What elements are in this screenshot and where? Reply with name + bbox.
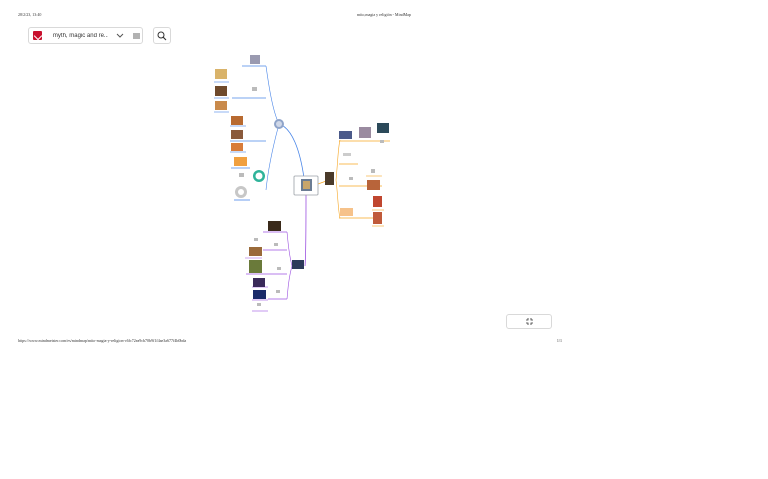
topic-image[interactable] (215, 69, 227, 79)
mindmeister-logo-icon[interactable] (33, 31, 42, 40)
topic-image[interactable] (231, 143, 243, 151)
map-title[interactable]: myth, magic and re... (52, 32, 109, 39)
topic-image[interactable] (234, 157, 247, 166)
icon-node[interactable] (343, 153, 351, 156)
icon-node[interactable] (254, 238, 258, 241)
print-url: https://www.mindmeister.com/es/mindmap/m… (18, 338, 187, 343)
topic-image[interactable] (373, 196, 382, 207)
topic-image[interactable] (249, 247, 262, 256)
topic-image[interactable] (359, 127, 371, 138)
chevron-down-icon[interactable] (114, 30, 126, 42)
icon-node[interactable] (252, 87, 257, 91)
topic-image[interactable] (253, 290, 266, 299)
print-page-number: 1/1 (556, 338, 562, 343)
icon-node[interactable] (274, 243, 278, 246)
topic-image[interactable] (253, 278, 265, 287)
fit-to-screen-button[interactable] (506, 314, 552, 329)
icon-node[interactable] (349, 177, 353, 180)
icon-node[interactable] (257, 303, 261, 306)
central-topic-node[interactable] (293, 175, 319, 196)
icon-node[interactable] (380, 140, 384, 143)
topic-image[interactable] (215, 101, 227, 110)
hamburger-menu-icon[interactable] (130, 30, 142, 42)
topic-image[interactable] (367, 180, 380, 190)
icon-node[interactable] (239, 173, 244, 177)
topic-image[interactable] (339, 131, 352, 139)
print-datetime: 28/2/23, 13:40 (18, 12, 42, 17)
search-button[interactable] (153, 27, 171, 44)
topic-image[interactable] (231, 130, 243, 139)
icon-node[interactable] (371, 169, 375, 173)
topic-image[interactable] (268, 221, 281, 231)
topic-image[interactable] (249, 260, 262, 273)
blue-topic-hub[interactable] (274, 119, 284, 129)
fit-to-screen-icon (525, 318, 533, 325)
topic-image[interactable] (250, 55, 260, 64)
topic-image[interactable] (253, 170, 265, 182)
topic-image[interactable] (373, 212, 382, 224)
icon-node[interactable] (276, 290, 280, 293)
topic-image[interactable] (340, 208, 353, 216)
icon-node[interactable] (277, 267, 281, 270)
topic-image[interactable] (215, 86, 227, 96)
orange-topic-hub[interactable] (325, 172, 334, 185)
map-toolbar: myth, magic and re... (28, 27, 143, 44)
search-icon (157, 31, 167, 40)
topic-image[interactable] (377, 123, 389, 133)
topic-image[interactable] (231, 116, 243, 125)
purple-topic-hub[interactable] (292, 260, 304, 269)
print-page-title: mito,magia y religión - MindMap (357, 12, 411, 17)
topic-image[interactable] (235, 186, 247, 198)
